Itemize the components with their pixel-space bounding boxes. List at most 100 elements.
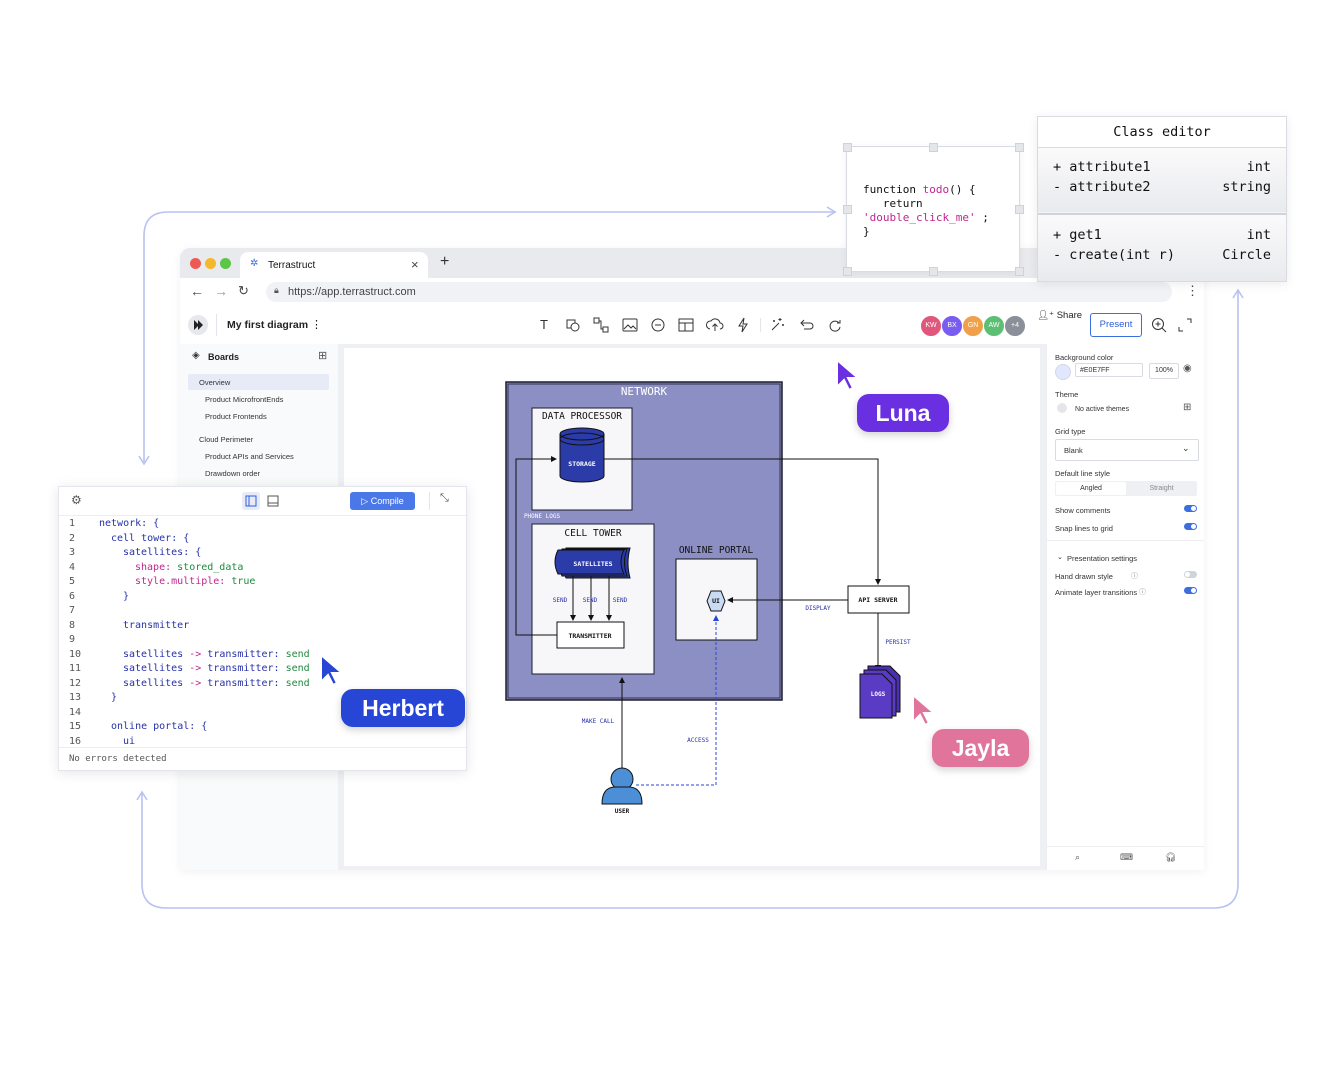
app-logo-icon[interactable] — [188, 315, 208, 335]
upload-icon[interactable] — [705, 315, 725, 335]
avatar[interactable]: BX — [941, 315, 963, 337]
headset-icon[interactable]: 🎧︎ — [1165, 852, 1177, 862]
resize-handle[interactable] — [843, 267, 852, 276]
resize-handle[interactable] — [1015, 267, 1024, 276]
tab-close-icon[interactable]: × — [411, 257, 419, 272]
eye-icon[interactable]: ◉ — [1183, 363, 1192, 374]
code-line[interactable]: 9 — [69, 633, 459, 648]
line-style-straight[interactable]: Straight — [1149, 485, 1174, 492]
sidebar-item-product-microfrontends[interactable]: Product MicrofrontEnds — [205, 395, 284, 404]
code-line[interactable]: 6} — [69, 590, 459, 605]
animate-transitions-toggle[interactable] — [1184, 587, 1197, 594]
code-line[interactable]: 14 — [69, 706, 459, 721]
close-window-button[interactable] — [190, 258, 201, 269]
title-menu-icon[interactable]: ⋮ — [311, 319, 322, 331]
forward-arrow-icon[interactable]: → — [214, 283, 228, 299]
split-view-button[interactable] — [242, 492, 260, 510]
collapse-icon[interactable]: ⤡ — [440, 492, 449, 504]
connector-tool-icon[interactable] — [591, 315, 611, 335]
avatar[interactable]: KW — [920, 315, 942, 337]
grid-type-select[interactable]: Blank ⌄ — [1055, 439, 1199, 461]
show-comments-toggle[interactable] — [1184, 505, 1197, 512]
storage-api-edge[interactable] — [604, 458, 881, 585]
ui-node[interactable] — [706, 590, 726, 612]
presentation-settings-header[interactable]: Presentation settings — [1067, 554, 1138, 563]
snap-lines-toggle[interactable] — [1184, 523, 1197, 530]
method-row[interactable]: - create(int r)Circle — [1053, 247, 1271, 263]
comment-tool-icon[interactable] — [648, 315, 668, 335]
compile-button[interactable]: ▷ Compile — [350, 492, 415, 510]
shapes-tool-icon[interactable] — [563, 315, 583, 335]
sidebar-item-product-frontends[interactable]: Product Frontends — [205, 412, 267, 421]
redo-icon[interactable] — [825, 315, 845, 335]
minimize-window-button[interactable] — [205, 258, 216, 269]
undo-icon[interactable] — [796, 315, 816, 335]
user-body[interactable] — [601, 786, 643, 805]
browser-tab[interactable]: ✲ Terrastruct × — [240, 252, 428, 278]
layout-tool-icon[interactable] — [676, 315, 696, 335]
avatar[interactable]: GN — [962, 315, 984, 337]
resize-handle[interactable] — [843, 143, 852, 152]
image-tool-icon[interactable] — [620, 315, 640, 335]
access-edge[interactable] — [636, 615, 719, 786]
text-tool-icon[interactable]: T — [540, 317, 548, 332]
logs-node[interactable] — [859, 673, 893, 719]
sidebar-item-product-apis[interactable]: Product APIs and Services — [205, 452, 294, 461]
bg-color-input[interactable]: #E0E7FF — [1075, 363, 1143, 377]
satellites-node[interactable] — [554, 549, 625, 575]
storage-cylinder[interactable] — [559, 434, 605, 483]
add-theme-icon[interactable]: ⊞ — [1183, 402, 1192, 413]
line-style-angled[interactable]: Angled — [1056, 482, 1126, 495]
maximize-window-button[interactable] — [220, 258, 231, 269]
code-snippet-card[interactable]: function todo() { return 'double_click_m… — [843, 143, 1024, 276]
keyboard-icon[interactable]: ⌨︎ — [1120, 852, 1133, 862]
hand-drawn-toggle[interactable] — [1184, 571, 1197, 578]
search-icon[interactable]: ⌕ — [1075, 852, 1081, 862]
resize-handle[interactable] — [1015, 205, 1024, 214]
avatar-overflow[interactable]: +4 — [1004, 315, 1026, 337]
lightning-icon[interactable] — [733, 315, 753, 335]
fullscreen-icon[interactable] — [1175, 315, 1195, 335]
bg-color-swatch[interactable] — [1055, 364, 1071, 380]
new-tab-button[interactable]: + — [440, 253, 450, 270]
resize-handle[interactable] — [929, 143, 938, 152]
resize-handle[interactable] — [843, 205, 852, 214]
resize-handle[interactable] — [1015, 143, 1024, 152]
bg-opacity-input[interactable]: 100% — [1149, 363, 1179, 379]
bottom-panel-button[interactable] — [264, 492, 282, 510]
grid-view-icon[interactable]: ⊞ — [318, 350, 328, 362]
address-bar[interactable]: 🔒︎ https://app.terrastruct.com — [266, 282, 1172, 302]
zoom-in-icon[interactable] — [1149, 315, 1169, 335]
theme-value[interactable]: No active themes — [1075, 406, 1130, 413]
magic-wand-icon[interactable] — [767, 315, 787, 335]
avatar[interactable]: AW — [983, 315, 1005, 337]
chevron-down-icon[interactable]: ⌄ — [1057, 554, 1063, 561]
resize-handle[interactable] — [929, 267, 938, 276]
reload-icon[interactable]: ↻ — [238, 283, 249, 298]
code-line[interactable]: 13} — [69, 691, 459, 706]
sidebar-item-drawdown-order[interactable]: Drawdown order — [205, 469, 261, 478]
back-arrow-icon[interactable]: ← — [190, 283, 204, 299]
diagram-title[interactable]: My first diagram — [227, 319, 309, 331]
gear-icon[interactable]: ⚙︎ — [71, 493, 82, 507]
phone-logs-edge[interactable] — [515, 456, 557, 636]
sidebar-item-cloud-perimeter[interactable]: Cloud Perimeter — [199, 435, 254, 444]
share-button[interactable]: 👤︎⁺ Share — [1037, 310, 1082, 321]
browser-menu-icon[interactable]: ⋮ — [1186, 283, 1199, 298]
present-button[interactable]: Present — [1090, 313, 1142, 337]
